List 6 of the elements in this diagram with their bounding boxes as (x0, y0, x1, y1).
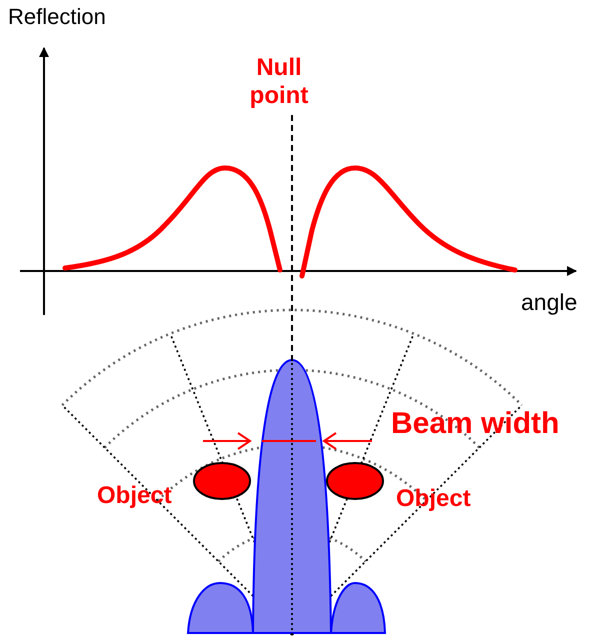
object-label: Object (97, 482, 172, 510)
object-label: Object (396, 485, 471, 513)
axis-label: angle (521, 289, 578, 316)
axis-label: Reflection (8, 4, 106, 30)
null-point-label: Null point (248, 54, 310, 110)
beam-width-label: Beam width (391, 407, 560, 442)
